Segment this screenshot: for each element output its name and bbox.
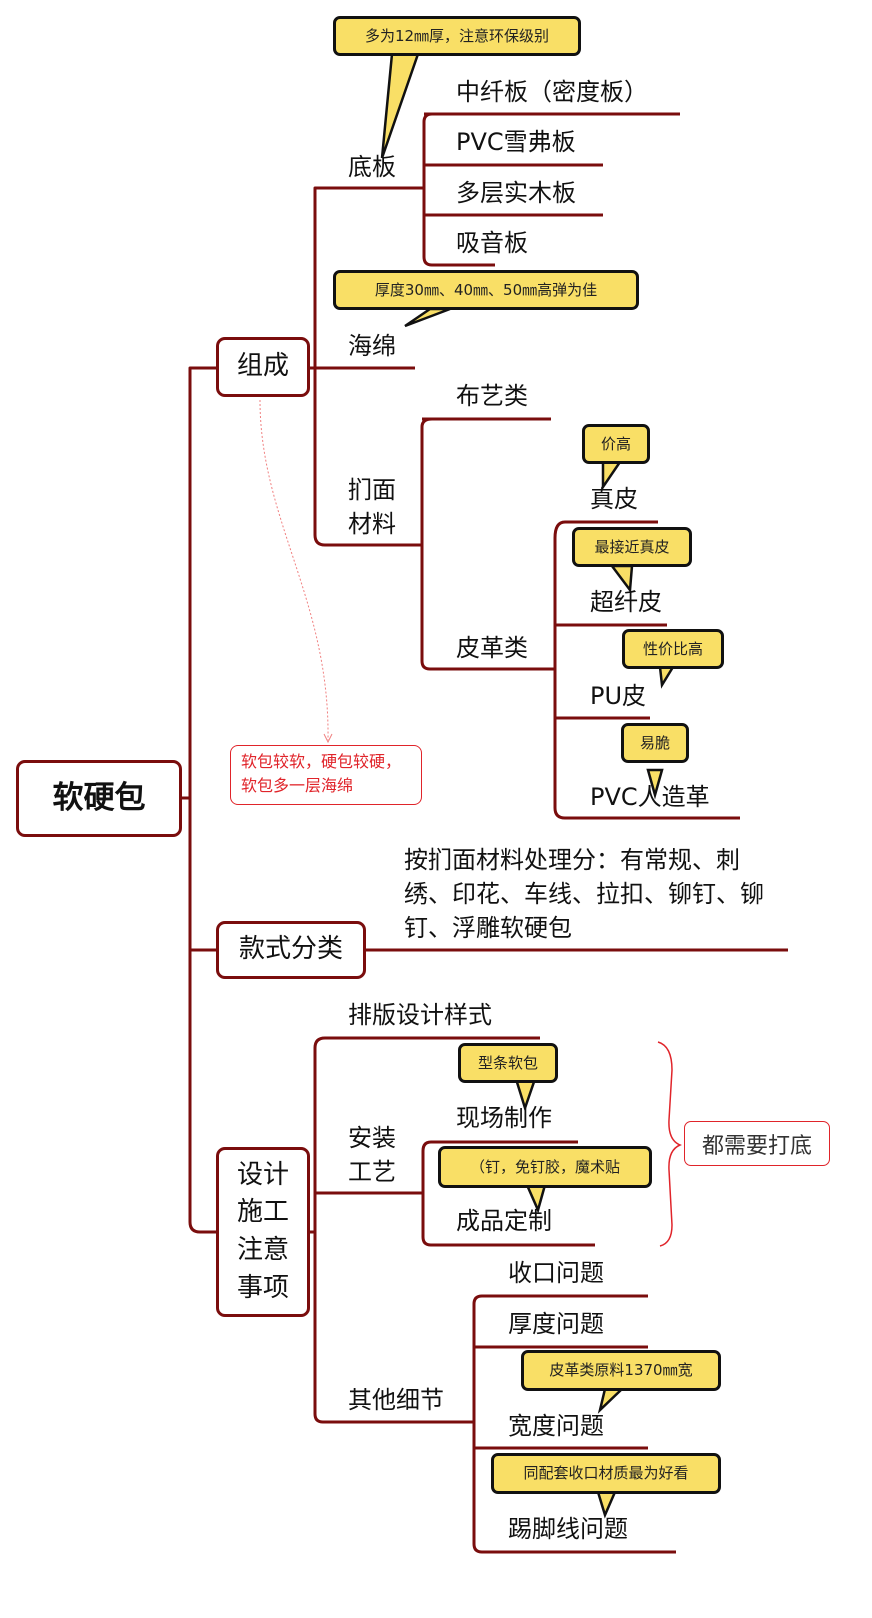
callout-tail bbox=[609, 564, 634, 594]
callout-tail bbox=[601, 460, 623, 492]
callout-installation: （钉，免钉胶，魔术贴 bbox=[438, 1146, 652, 1188]
topic-design-notes[interactable]: 设计施工注意事项 bbox=[216, 1147, 310, 1317]
topic-label: 组成 bbox=[236, 351, 289, 382]
topic-style-category[interactable]: 款式分类 bbox=[216, 921, 366, 979]
base-board-item[interactable]: 多层实木板 bbox=[456, 179, 576, 207]
callout-leather: 价高 bbox=[582, 424, 650, 464]
callout-leather: 易脆 bbox=[621, 723, 689, 763]
installation-branches bbox=[421, 1140, 595, 1247]
subtopic-sponge[interactable]: 海绵 bbox=[348, 332, 396, 360]
subtopic-layout-style[interactable]: 排版设计样式 bbox=[348, 1001, 492, 1029]
callout-leather: 最接近真皮 bbox=[572, 527, 692, 567]
relationship-note: 软包较软，硬包较硬，软包多一层海绵 bbox=[230, 745, 422, 805]
callout-other-detail: 同配套收口材质最为好看 bbox=[491, 1453, 721, 1494]
other-detail-item[interactable]: 厚度问题 bbox=[508, 1310, 604, 1338]
root-topic[interactable]: 软硬包 bbox=[16, 760, 182, 837]
installation-item[interactable]: 现场制作 bbox=[456, 1104, 552, 1132]
facing-branches bbox=[420, 417, 555, 671]
other-detail-item[interactable]: 宽度问题 bbox=[508, 1412, 604, 1440]
base-board-item[interactable]: 中纤板（密度板） bbox=[456, 78, 648, 106]
callout-base-board: 多为12㎜厚，注意环保级别 bbox=[333, 16, 581, 56]
brace-icon bbox=[657, 1041, 682, 1247]
leather-item[interactable]: PVC人造革 bbox=[590, 783, 710, 811]
callout-other-detail: 皮革类原料1370㎜宽 bbox=[521, 1350, 721, 1391]
callout-tail bbox=[596, 1490, 617, 1519]
leather-item[interactable]: 超纤皮 bbox=[590, 588, 662, 616]
leather-item[interactable]: PU皮 bbox=[590, 682, 647, 710]
design-branches bbox=[308, 1036, 540, 1424]
topic-label: 设计施工注意事项 bbox=[237, 1159, 290, 1303]
relationship-arrow bbox=[259, 399, 329, 741]
root-label: 软硬包 bbox=[52, 780, 146, 817]
other-details-branches bbox=[472, 1294, 676, 1554]
topic-composition[interactable]: 组成 bbox=[216, 337, 310, 397]
installation-item[interactable]: 成品定制 bbox=[456, 1207, 552, 1235]
base-board-item[interactable]: 吸音板 bbox=[456, 229, 528, 257]
callout-installation: 型条软包 bbox=[458, 1043, 558, 1083]
base-board-branches bbox=[420, 112, 680, 267]
base-board-item[interactable]: PVC雪弗板 bbox=[456, 128, 576, 156]
subtopic-installation[interactable]: 安装工艺 bbox=[348, 1124, 396, 1186]
callout-tail bbox=[597, 1387, 626, 1414]
callout-tail bbox=[404, 307, 451, 328]
style-description: 按扪面材料处理分：有常规、刺绣、印花、车线、拉扣、铆钉、铆钉、浮雕软硬包 bbox=[404, 846, 764, 943]
installation-summary: 都需要打底 bbox=[684, 1121, 830, 1166]
subtopic-other-details[interactable]: 其他细节 bbox=[348, 1386, 444, 1414]
leather-item[interactable]: 真皮 bbox=[590, 485, 638, 513]
subtopic-base-board[interactable]: 底板 bbox=[348, 153, 396, 181]
callout-sponge: 厚度30㎜、40㎜、50㎜高弹为佳 bbox=[333, 270, 639, 310]
subtopic-facing-material[interactable]: 扪面材料 bbox=[348, 476, 396, 538]
other-detail-item[interactable]: 踢脚线问题 bbox=[508, 1515, 628, 1543]
other-detail-item[interactable]: 收口问题 bbox=[508, 1259, 604, 1287]
callout-tail bbox=[658, 665, 676, 689]
facing-fabric[interactable]: 布艺类 bbox=[456, 382, 528, 410]
arrow-head-icon bbox=[323, 733, 333, 744]
callout-tail bbox=[380, 52, 420, 159]
facing-leather[interactable]: 皮革类 bbox=[456, 634, 528, 662]
leather-branches bbox=[553, 520, 740, 820]
root-to-main-branches bbox=[181, 366, 216, 1234]
composition-branches bbox=[308, 186, 420, 547]
callout-tail bbox=[646, 768, 664, 800]
topic-label: 款式分类 bbox=[238, 934, 343, 965]
callout-leather: 性价比高 bbox=[622, 629, 724, 669]
